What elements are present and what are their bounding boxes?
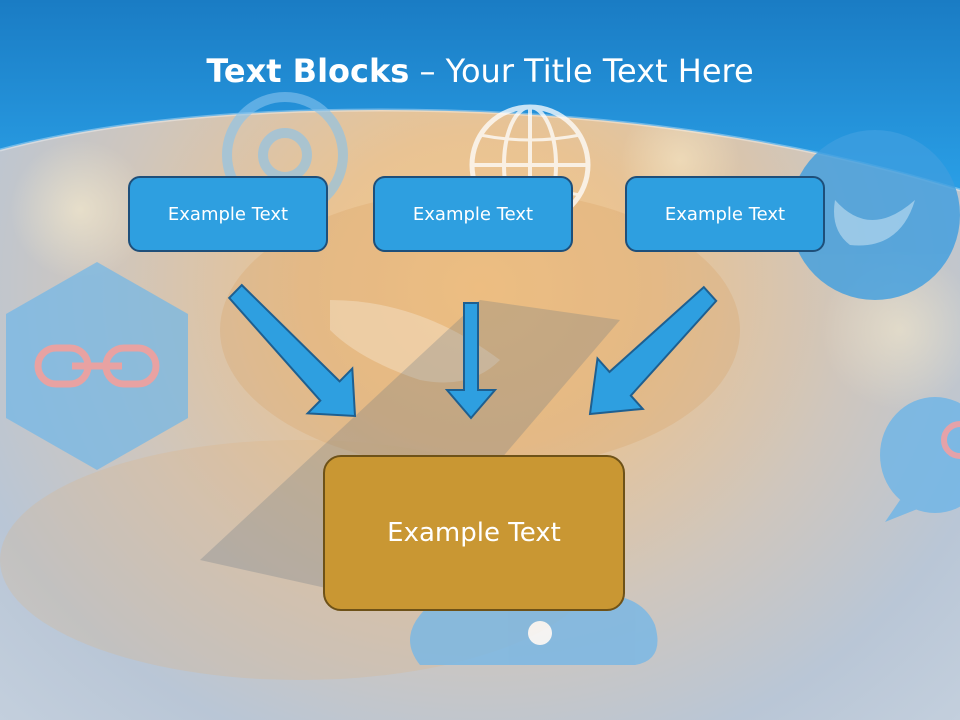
text-block-2[interactable]: Example Text xyxy=(373,176,573,252)
link-icon xyxy=(6,262,188,470)
title-rest: – Your Title Text Here xyxy=(409,52,754,90)
chat-icon xyxy=(880,397,960,522)
main-text-block[interactable]: Example Text xyxy=(323,455,625,611)
text-block-3[interactable]: Example Text xyxy=(625,176,825,252)
slide-title: Text Blocks – Your Title Text Here xyxy=(0,52,960,90)
twitter-icon xyxy=(790,130,960,300)
text-block-1[interactable]: Example Text xyxy=(128,176,328,252)
title-bold: Text Blocks xyxy=(206,52,410,90)
cloud-icon xyxy=(410,560,658,665)
arrow-right xyxy=(588,285,718,416)
arrow-center xyxy=(444,302,498,420)
arrow-left xyxy=(227,283,357,418)
